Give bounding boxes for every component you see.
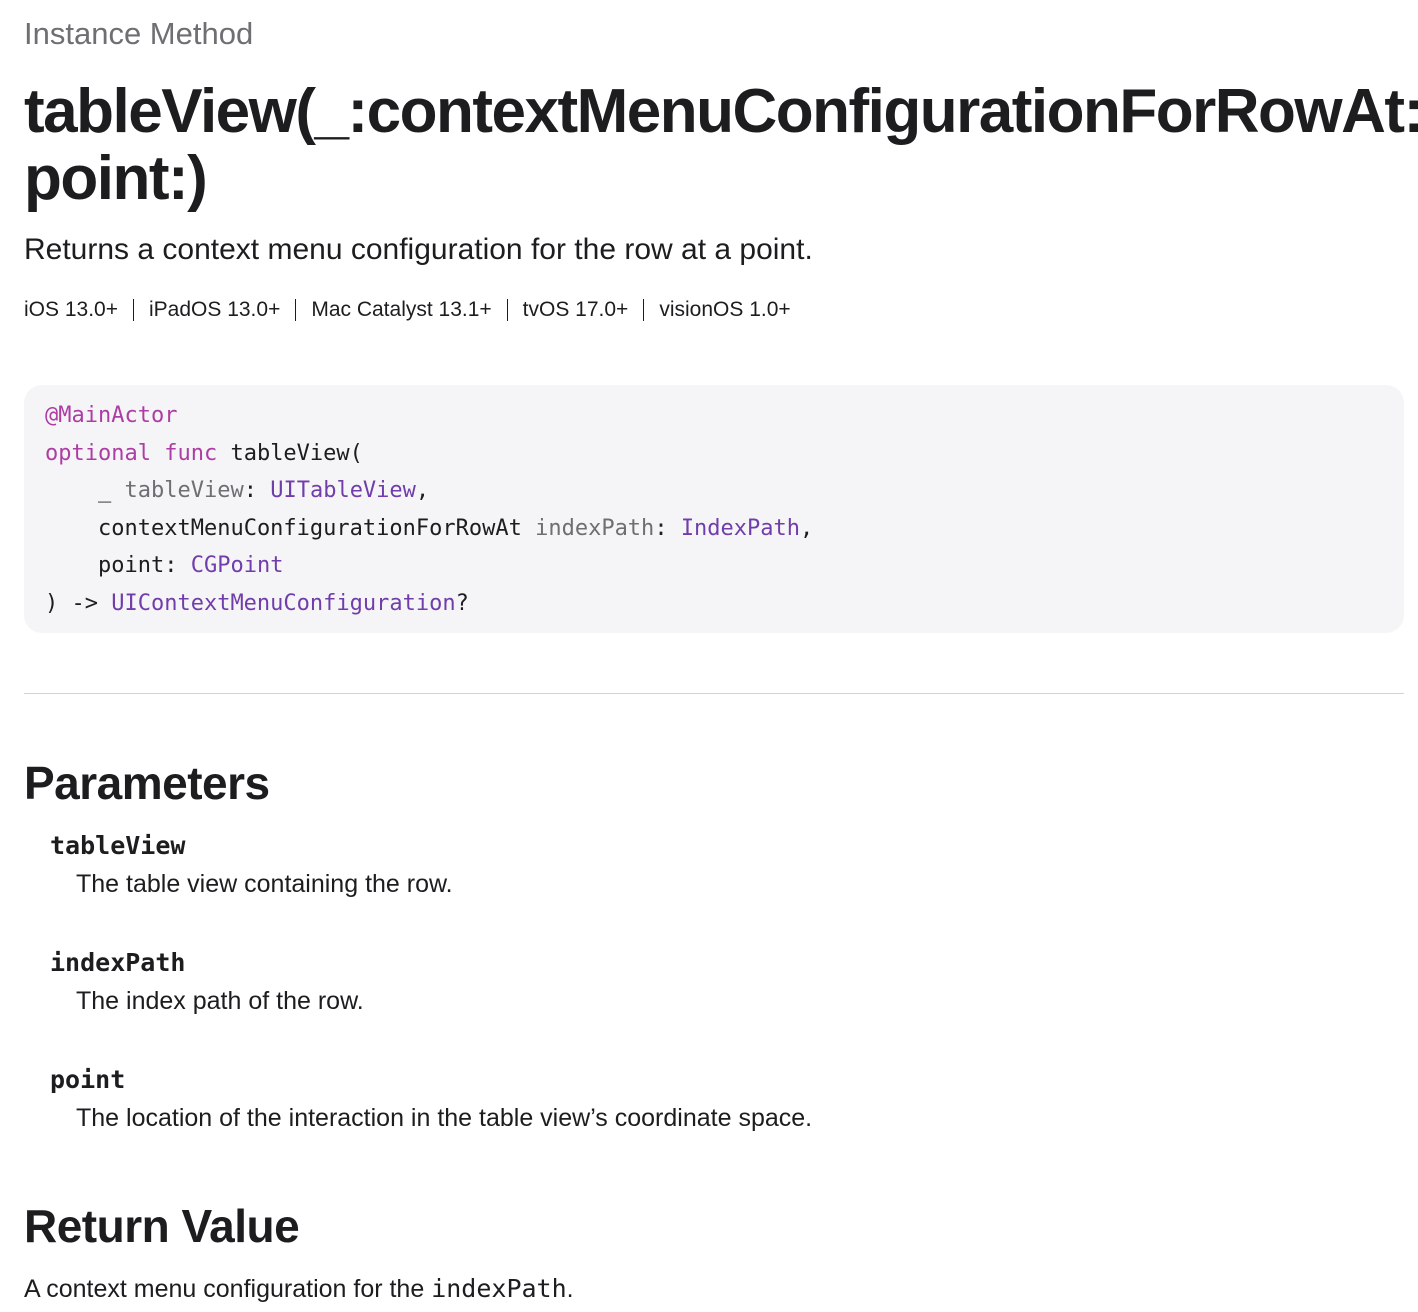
declaration-line-param-2: contextMenuConfigurationForRowAt indexPa… — [45, 510, 1383, 548]
return-text-before: A context menu configuration for the — [24, 1275, 425, 1303]
return-arrow: ) -> — [45, 590, 98, 616]
keyword-optional: optional — [45, 440, 151, 466]
colon: : — [654, 515, 668, 541]
platform-separator — [132, 299, 134, 321]
platform-visionos: visionOS 1.0+ — [659, 298, 791, 321]
type-link-uicontextmenuconfiguration[interactable]: UIContextMenuConfiguration — [111, 590, 456, 616]
parameter-description-point: The location of the interaction in the t… — [76, 1104, 813, 1132]
symbol-kind-eyebrow: Instance Method — [24, 16, 254, 51]
parameters-heading: Parameters — [24, 757, 270, 809]
colon: : — [164, 553, 178, 578]
param-label: _ — [98, 478, 112, 503]
parameter-name-point: point — [50, 1065, 126, 1094]
return-code-indexpath: indexPath — [431, 1274, 567, 1303]
declaration-line-signature: optional func tableView( — [45, 435, 1383, 473]
declaration-line-param-3: point: CGPoint — [45, 547, 1383, 585]
platform-separator — [506, 299, 508, 321]
parameter-description-tableview: The table view containing the row. — [76, 870, 453, 898]
section-divider — [24, 693, 1404, 694]
platform-availability: iOS 13.0+ iPadOS 13.0+ Mac Catalyst 13.1… — [24, 296, 791, 324]
comma: , — [800, 515, 814, 541]
param-label: point — [98, 553, 165, 578]
colon: : — [243, 478, 257, 503]
parameter-name-tableview: tableView — [50, 831, 186, 860]
platform-ipados: iPadOS 13.0+ — [148, 298, 281, 321]
type-link-cgpoint[interactable]: CGPoint — [190, 553, 284, 578]
comma: , — [415, 478, 430, 503]
return-value-heading: Return Value — [24, 1200, 300, 1252]
platform-separator — [643, 299, 645, 321]
abstract: Returns a context menu configuration for… — [24, 233, 813, 266]
page-title-line-1: tableView(_:contextMenuConfigurationForR… — [24, 77, 1418, 146]
page-title: tableView(_:contextMenuConfigurationForR… — [24, 78, 1418, 213]
param-internal-name: tableView — [124, 478, 244, 503]
declaration-line-attribute: @MainActor — [45, 397, 1383, 435]
return-text-after: . — [566, 1275, 574, 1303]
declaration-code-block: @MainActor optional func tableView( _ ta… — [24, 385, 1404, 633]
page-title-line-2: point:) — [24, 144, 208, 213]
declaration-line-param-1: _ tableView: UITableView, — [45, 472, 1383, 510]
param-internal-name: indexPath — [535, 515, 655, 541]
parameter-name-indexpath: indexPath — [50, 948, 186, 977]
param-label: contextMenuConfigurationForRowAt — [98, 515, 522, 541]
platform-separator — [295, 299, 297, 321]
platform-mac-catalyst: Mac Catalyst 13.1+ — [311, 298, 492, 321]
keyword-func: func — [164, 440, 218, 466]
function-name: tableView( — [230, 440, 363, 466]
type-link-indexpath[interactable]: IndexPath — [680, 515, 801, 541]
type-link-uitableview[interactable]: UITableView — [270, 478, 416, 503]
optional-marker: ? — [455, 590, 469, 616]
return-value-description: A context menu configuration for the ind… — [24, 1274, 574, 1304]
parameter-description-indexpath: The index path of the row. — [76, 987, 364, 1015]
platform-tvos: tvOS 17.0+ — [522, 298, 629, 321]
platform-ios: iOS 13.0+ — [24, 298, 118, 321]
declaration-line-return: ) -> UIContextMenuConfiguration? — [45, 585, 1383, 623]
attribute-main-actor: @MainActor — [45, 403, 178, 428]
